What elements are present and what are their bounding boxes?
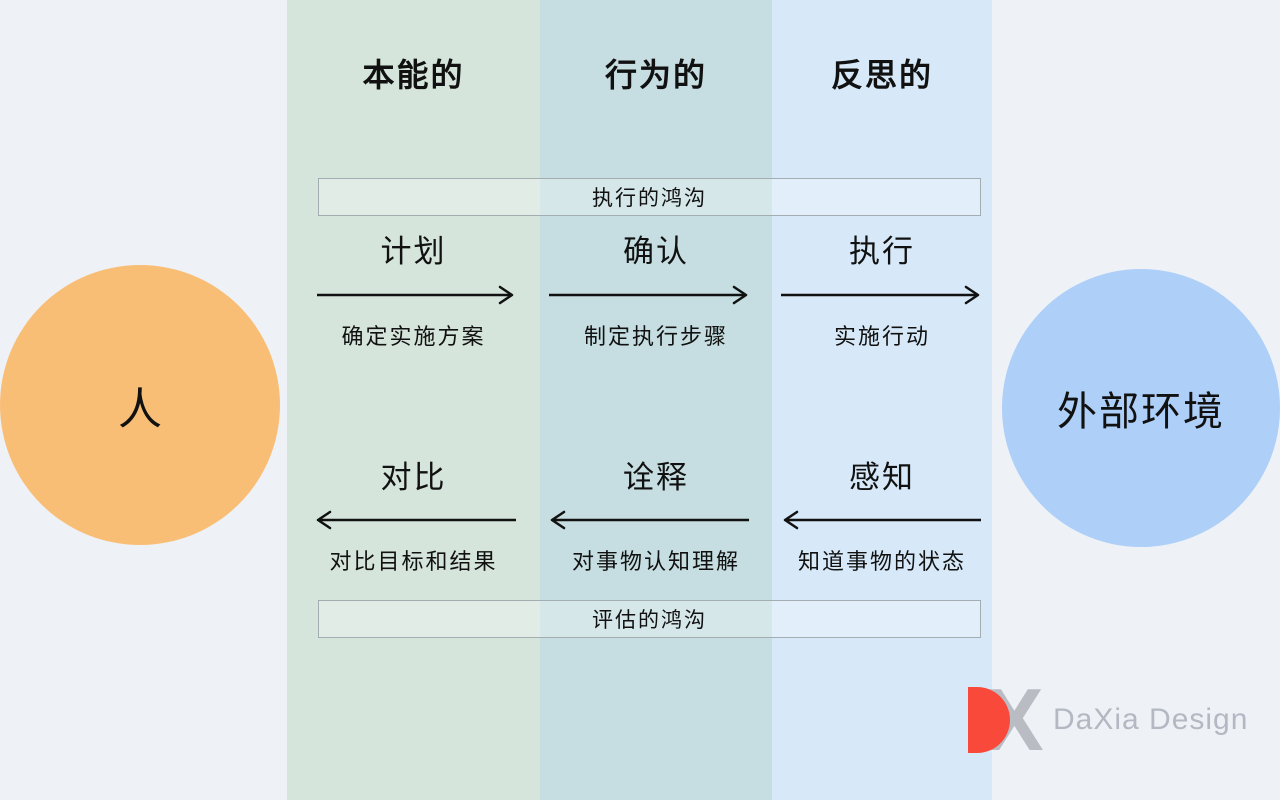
stage-desc-execute: 实施行动 (833, 325, 930, 350)
stage-label-plan: 计划 (380, 234, 447, 270)
arrow-right-icon (780, 283, 985, 307)
stage-label-perceive: 感知 (849, 460, 915, 496)
environment-circle: 外部环境 (1002, 269, 1280, 547)
stage-desc-perceive: 知道事物的状态 (797, 550, 966, 575)
header-behavioral: 行为的 (604, 56, 707, 94)
stage-desc-plan: 确定实施方案 (341, 325, 486, 350)
person-label: 人 (118, 384, 162, 435)
column-behavioral-band (540, 0, 772, 800)
arrow-left-icon (778, 508, 982, 532)
stage-desc-compare: 对比目标和结果 (329, 550, 498, 575)
column-visceral-band (287, 0, 540, 800)
stage-desc-confirm: 制定执行步骤 (583, 325, 728, 350)
stage-label-interpret: 诠释 (623, 460, 689, 496)
arrow-left-icon (311, 508, 517, 532)
stage-label-compare: 对比 (380, 460, 447, 496)
stage-desc-interpret: 对事物认知理解 (571, 550, 740, 575)
arrow-right-icon (316, 283, 519, 307)
header-visceral: 本能的 (362, 56, 465, 94)
logo-wordmark: DaXia Design (1053, 703, 1249, 736)
environment-label: 外部环境 (1057, 389, 1225, 435)
arrow-right-icon (548, 283, 753, 307)
gulf-of-evaluation-box: 评估的鸿沟 (318, 600, 981, 638)
person-circle: 人 (0, 265, 280, 545)
header-reflective: 反思的 (830, 56, 933, 94)
stage-label-execute: 执行 (849, 234, 915, 270)
arrow-left-icon (545, 508, 750, 532)
stage-label-confirm: 确认 (623, 234, 689, 270)
gulf-of-execution-box: 执行的鸿沟 (318, 178, 981, 216)
column-reflective-band (772, 0, 992, 800)
